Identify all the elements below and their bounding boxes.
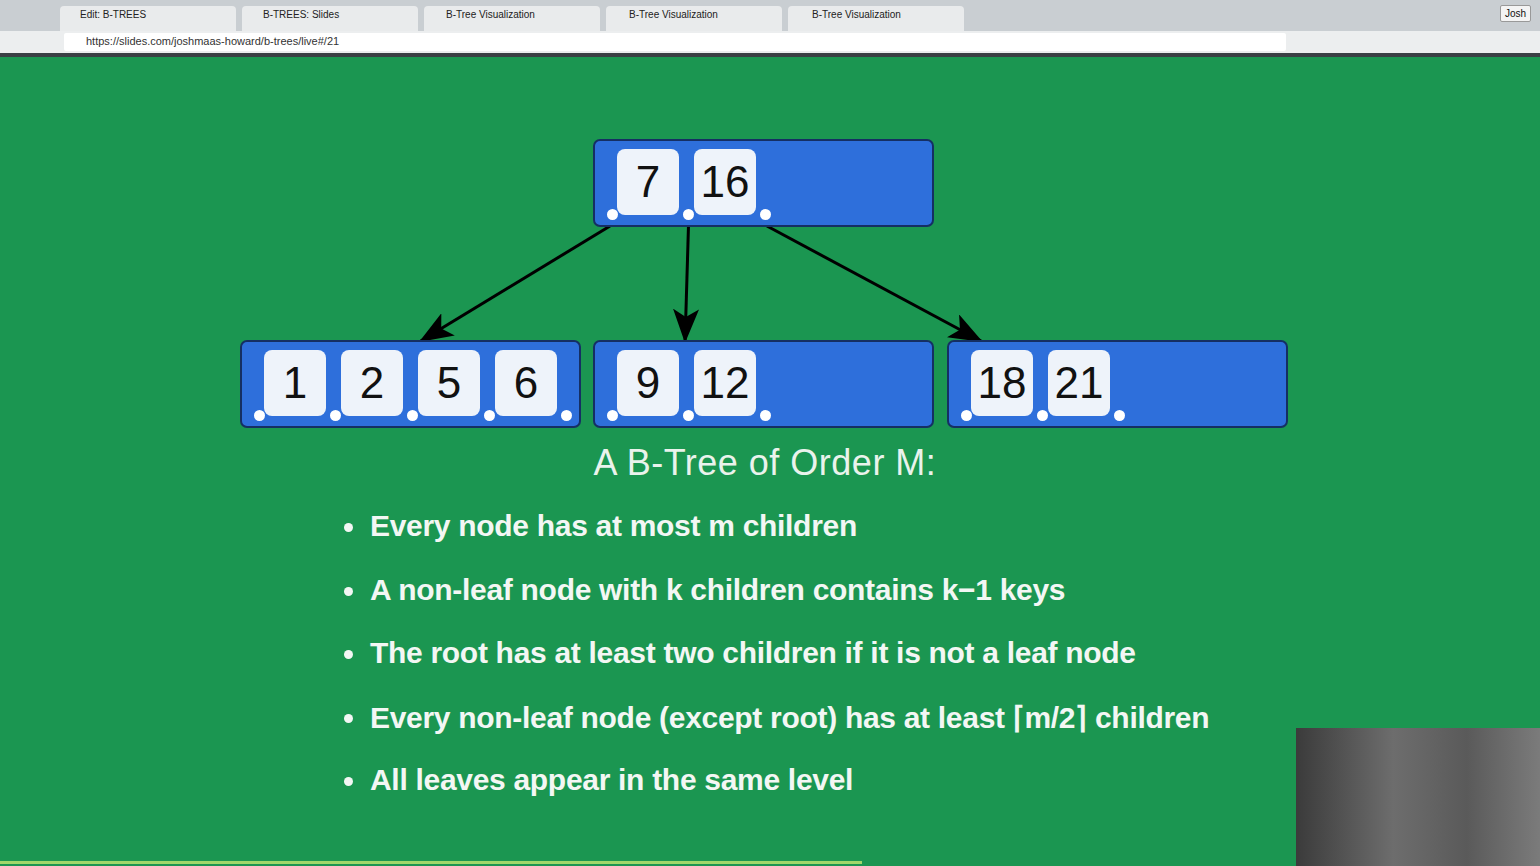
key-cell: 1 [264, 350, 326, 416]
btree-node: 716 [593, 139, 934, 227]
key-cell: 18 [971, 350, 1033, 416]
child-pointer-dot [607, 410, 618, 421]
key-row: 716 [617, 149, 756, 215]
tab-title: B-Tree Visualization [629, 9, 718, 20]
url-text: https://slides.com/joshmaas-howard/b-tre… [86, 35, 339, 47]
child-pointer-dot [407, 410, 418, 421]
btree-node: 912 [593, 340, 934, 428]
progress-line [0, 861, 862, 864]
key-row: 912 [617, 350, 756, 416]
child-pointer-dot [683, 410, 694, 421]
child-pointer-dot [760, 209, 771, 220]
tab-title: B-Tree Visualization [446, 9, 535, 20]
key-row: 1256 [264, 350, 557, 416]
bullet-point: Every non-leaf node (except root) has at… [370, 700, 1209, 735]
child-pointer-arrow [685, 226, 688, 341]
key-cell: 21 [1048, 350, 1110, 416]
key-cell: 6 [495, 350, 557, 416]
child-pointer-arrow [421, 226, 610, 341]
btree-node: 1256 [240, 340, 581, 428]
key-cell: 2 [341, 350, 403, 416]
tab-title: B-TREES: Slides [263, 9, 339, 20]
child-pointer-arrow [767, 226, 981, 341]
tab-title: Edit: B-TREES [80, 9, 146, 20]
child-pointer-dot [607, 209, 618, 220]
bullet-point: The root has at least two children if it… [370, 636, 1136, 670]
chrome-edge [0, 53, 1540, 57]
child-pointer-dot [683, 209, 694, 220]
key-cell: 16 [694, 149, 756, 215]
btree-node: 1821 [947, 340, 1288, 428]
child-pointer-dot [1037, 410, 1048, 421]
child-pointer-dot [561, 410, 572, 421]
bullet-point: Every node has at most m children [370, 509, 857, 543]
tab-title: B-Tree Visualization [812, 9, 901, 20]
bullet-point: All leaves appear in the same level [370, 763, 853, 797]
child-pointer-dot [961, 410, 972, 421]
child-pointer-dot [330, 410, 341, 421]
child-pointer-dot [254, 410, 265, 421]
key-cell: 5 [418, 350, 480, 416]
profile-badge: Josh [1500, 5, 1531, 22]
key-cell: 12 [694, 350, 756, 416]
child-pointer-dot [760, 410, 771, 421]
key-row: 1821 [971, 350, 1110, 416]
child-pointer-dot [1114, 410, 1125, 421]
key-cell: 9 [617, 350, 679, 416]
key-cell: 7 [617, 149, 679, 215]
webcam-overlay [1296, 728, 1540, 866]
slide-heading: A B-Tree of Order M: [594, 442, 937, 484]
bullet-point: A non-leaf node with k children contains… [370, 573, 1065, 607]
child-pointer-dot [484, 410, 495, 421]
